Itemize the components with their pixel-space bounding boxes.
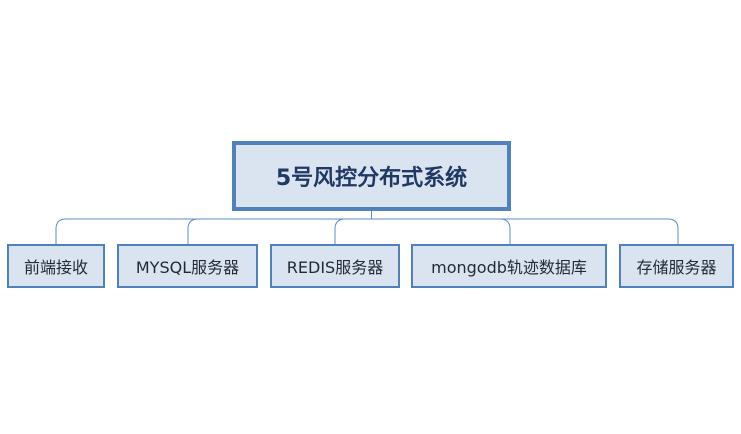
root-node: 5号风控分布式系统 [232, 141, 511, 211]
child-node-frontend-receive: 前端接收 [7, 244, 105, 288]
connector-child-3 [334, 218, 346, 244]
connector-child-5 [667, 218, 679, 244]
child-node-label: REDIS服务器 [286, 258, 384, 277]
connector-child-1 [55, 218, 67, 244]
child-node-redis-server: REDIS服务器 [270, 244, 400, 288]
connector-child-4 [499, 218, 511, 244]
child-node-storage-server: 存储服务器 [619, 244, 734, 288]
child-node-label: mongodb轨迹数据库 [431, 258, 587, 277]
child-node-label: 存储服务器 [636, 258, 717, 277]
child-node-label: 前端接收 [23, 258, 88, 277]
connector-child-2 [187, 218, 199, 244]
root-node-label: 5号风控分布式系统 [275, 166, 468, 191]
child-node-mysql-server: MYSQL服务器 [117, 244, 258, 288]
child-node-mongodb-trajectory-db: mongodb轨迹数据库 [411, 244, 607, 288]
child-node-label: MYSQL服务器 [135, 258, 240, 277]
